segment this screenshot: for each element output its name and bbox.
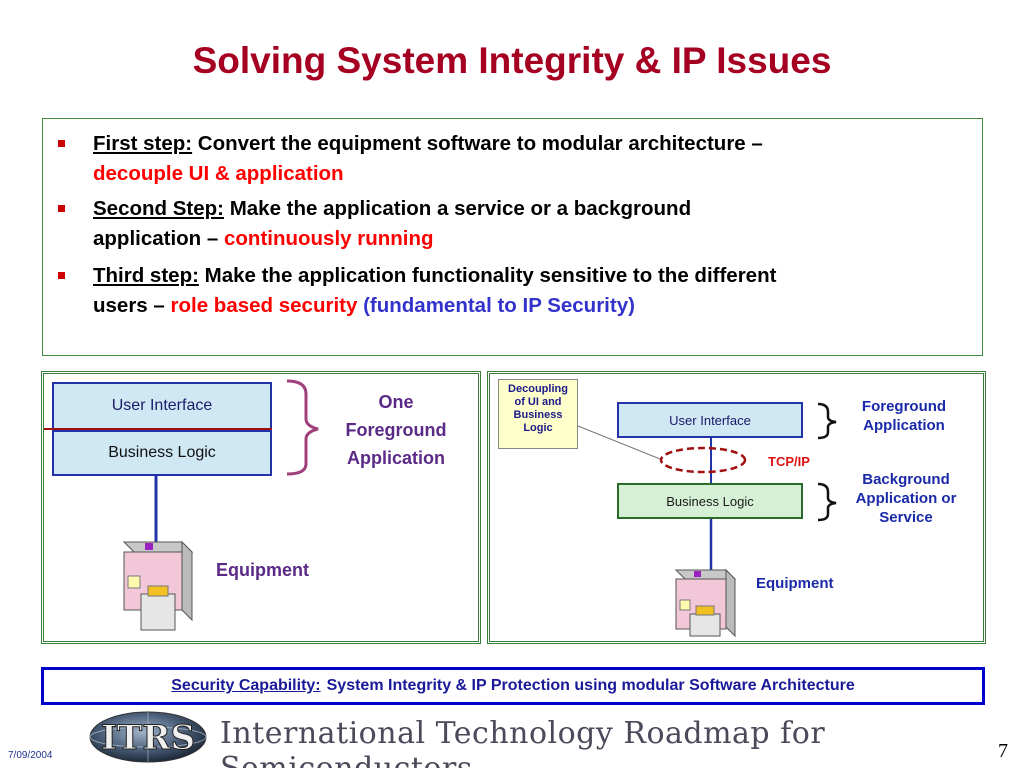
left-diagram-graphics bbox=[44, 379, 319, 631]
bullet-square-icon bbox=[58, 272, 65, 279]
bullet-text: Make the application a service or a back… bbox=[224, 197, 692, 220]
organization-name: International Technology Roadmap for Sem… bbox=[220, 716, 826, 768]
monolithic-architecture-diagram: User Interface Business Logic One Foregr… bbox=[41, 371, 481, 644]
bullet-label: First step: bbox=[93, 132, 193, 155]
background-application-label: Background Application or Service bbox=[855, 471, 957, 526]
foreground-application-label: Foreground Application bbox=[861, 398, 947, 434]
curly-brace-icon bbox=[817, 402, 837, 440]
user-interface-box: User Interface bbox=[617, 402, 803, 438]
business-logic-box: Business Logic bbox=[52, 430, 272, 476]
bullet-label: Second Step: bbox=[93, 197, 224, 220]
page-number: 7 bbox=[998, 740, 1008, 762]
curly-brace-icon bbox=[286, 379, 319, 476]
bullet-highlight: role based security bbox=[170, 294, 358, 317]
equipment-label: Equipment bbox=[216, 560, 309, 580]
bullet-square-icon bbox=[58, 205, 65, 212]
bullet-item-second-step: Second Step: Make the application a serv… bbox=[58, 194, 963, 254]
business-logic-label: Business Logic bbox=[666, 493, 754, 509]
security-capability-inner: Security Capability: System Integrity & … bbox=[44, 670, 982, 702]
equipment-icon bbox=[674, 568, 737, 638]
tcpip-label: TCP/IP bbox=[768, 454, 810, 469]
equipment-label: Equipment bbox=[756, 575, 834, 592]
bullet-highlight-secondary: (fundamental to IP Security) bbox=[363, 294, 635, 317]
business-logic-label: Business Logic bbox=[108, 444, 216, 461]
bullet-text: Convert the equipment software to modula… bbox=[192, 132, 763, 155]
one-foreground-application-label: One Foreground Application bbox=[345, 392, 447, 468]
curly-brace-icon bbox=[817, 482, 837, 522]
security-capability-label: Security Capability: bbox=[171, 677, 321, 694]
business-logic-box: Business Logic bbox=[617, 483, 803, 519]
bullet-label: Third step: bbox=[93, 264, 199, 287]
decoupling-callout-box: Decoupling of UI and Business Logic bbox=[498, 379, 578, 449]
decoupled-architecture-diagram: Decoupling of UI and Business Logic User… bbox=[487, 371, 986, 644]
bullet-item-third-step: Third step: Make the application functio… bbox=[58, 261, 963, 321]
bullet-text-cont: application – bbox=[93, 227, 224, 250]
svg-text:ITRS: ITRS bbox=[101, 718, 195, 758]
bullet-text: Make the application functionality sensi… bbox=[198, 264, 777, 287]
user-interface-label: User Interface bbox=[111, 397, 213, 414]
itrs-logo-icon: ITRS bbox=[89, 711, 207, 763]
user-interface-label: User Interface bbox=[669, 412, 751, 428]
bullet-text-cont: users – bbox=[93, 294, 171, 317]
tcpip-link-ellipse bbox=[659, 446, 747, 474]
bullet-square-icon bbox=[58, 140, 65, 147]
callout-pointer-line bbox=[577, 425, 661, 460]
bullet-item-first-step: First step: Convert the equipment softwa… bbox=[58, 129, 963, 189]
user-interface-box: User Interface bbox=[52, 382, 272, 430]
bullet-highlight: decouple UI & application bbox=[93, 162, 344, 185]
right-diagram-graphics bbox=[577, 402, 837, 638]
bullet-list-box: First step: Convert the equipment softwa… bbox=[42, 118, 983, 356]
equipment-icon bbox=[122, 540, 194, 631]
slide-title: Solving System Integrity & IP Issues bbox=[192, 40, 832, 81]
bullet-highlight: continuously running bbox=[224, 227, 434, 250]
security-capability-banner: Security Capability: System Integrity & … bbox=[41, 667, 985, 705]
slide-date: 7/09/2004 bbox=[8, 750, 53, 761]
security-capability-text: System Integrity & IP Protection using m… bbox=[326, 677, 855, 694]
